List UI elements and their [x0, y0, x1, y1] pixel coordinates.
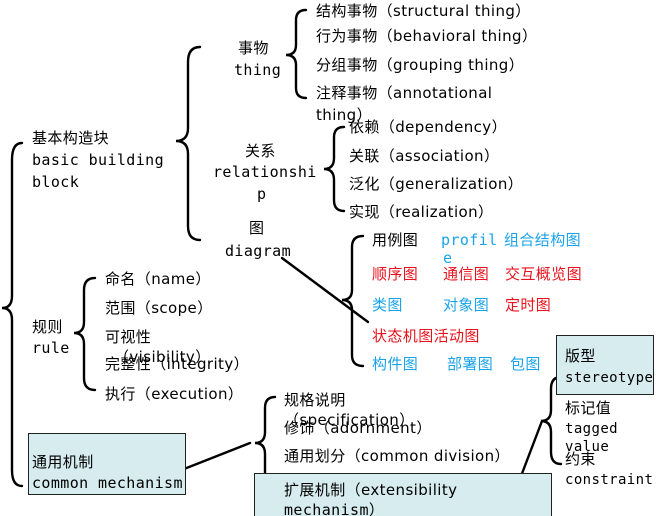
relationship-item: 泛化（generalization）	[349, 175, 524, 193]
common-mechanism-box	[28, 433, 186, 495]
diagram-use-case: 用例图	[372, 231, 419, 249]
diagram-profile-wrap: e	[443, 249, 453, 267]
constraint-en: constraint	[565, 472, 654, 488]
common-mechanism-en: common mechanism	[32, 474, 183, 492]
diagram-interaction-overview: 交互概览图	[505, 265, 583, 283]
stereotype-box	[556, 335, 654, 395]
thing-item: 行为事物（behavioral thing）	[316, 27, 538, 45]
rules-zh: 规则	[32, 318, 63, 336]
brace-things	[285, 8, 308, 100]
relationship-item: 依赖（dependency）	[349, 118, 507, 136]
mechanism-extensibility-2: mechanism）	[284, 501, 385, 516]
diagram-title-zh: 图	[249, 219, 265, 237]
mechanism-extensibility-1: 扩展机制（extensibility	[284, 481, 458, 499]
diagram-state-activity: 状态机图活动图	[372, 327, 480, 345]
thing-item: 注释事物（annotational	[316, 84, 493, 102]
diagram-deployment: 部署图	[447, 355, 494, 373]
tagged-value-en-2: value	[565, 439, 610, 455]
constraint-zh: 约束	[565, 450, 596, 468]
rule-item: 可视性	[105, 328, 152, 346]
mechanism-spec-zh: 规格说明	[284, 391, 346, 409]
diagram-timing: 定时图	[505, 296, 552, 314]
basic-block-zh: 基本构造块	[32, 129, 110, 147]
diagram-sequence: 顺序图	[372, 265, 419, 283]
stereotype-en: stereotype	[565, 370, 654, 386]
relationship-item: 实现（realization）	[349, 203, 494, 221]
thing-item: 结构事物（structural thing）	[316, 2, 531, 20]
diagram-class: 类图	[372, 296, 403, 314]
diagram-composite-structure: 组合结构图	[504, 231, 582, 249]
relationship-title-en-2: p	[257, 185, 267, 203]
mechanism-adornment: 修饰（adornment）	[284, 419, 432, 437]
diagram-object: 对象图	[443, 296, 490, 314]
thing-item: 分组事物（grouping thing）	[316, 56, 525, 74]
connector-common-mechanism	[182, 441, 252, 471]
thing-title-zh: 事物	[238, 39, 269, 57]
extensibility-box	[254, 473, 552, 516]
basic-block-en-2: block	[32, 173, 80, 191]
rule-item: 完整性（integrity）	[105, 355, 249, 373]
rule-item: （visibility）	[114, 348, 211, 366]
mechanism-division: 通用划分（common division）	[284, 447, 510, 465]
stereotype-zh: 版型	[565, 347, 596, 365]
diagram-package: 包图	[510, 355, 541, 373]
thing-item: thing）	[316, 106, 372, 124]
tagged-value-en-1: tagged	[565, 421, 618, 437]
brace-relationship	[323, 125, 346, 213]
relationship-title-zh: 关系	[245, 142, 276, 160]
thing-title-en: thing	[234, 61, 282, 79]
relationship-title-en-1: relationshi	[213, 163, 317, 181]
common-mechanism-zh: 通用机制	[32, 453, 94, 471]
tagged-value-zh: 标记值	[565, 399, 612, 417]
rules-en: rule	[32, 339, 70, 357]
brace-rules	[73, 276, 97, 392]
brace-basic-block	[175, 45, 202, 242]
diagram-profile: profil	[441, 231, 498, 249]
connector-diagram	[280, 256, 370, 324]
relationship-item: 关联（association）	[349, 147, 500, 165]
rule-item: 范围（scope）	[105, 299, 213, 317]
brace-diagram	[341, 234, 365, 368]
diagram-component: 构件图	[372, 355, 419, 373]
basic-block-en-1: basic building	[32, 151, 165, 169]
diagram-communication: 通信图	[443, 265, 490, 283]
rule-item: 执行（execution）	[105, 385, 244, 403]
rule-item: 命名（name）	[105, 270, 211, 288]
brace-root	[1, 141, 24, 488]
diagram-title-en: diagram	[225, 242, 292, 260]
mechanism-spec-en: （specification）	[284, 411, 415, 429]
